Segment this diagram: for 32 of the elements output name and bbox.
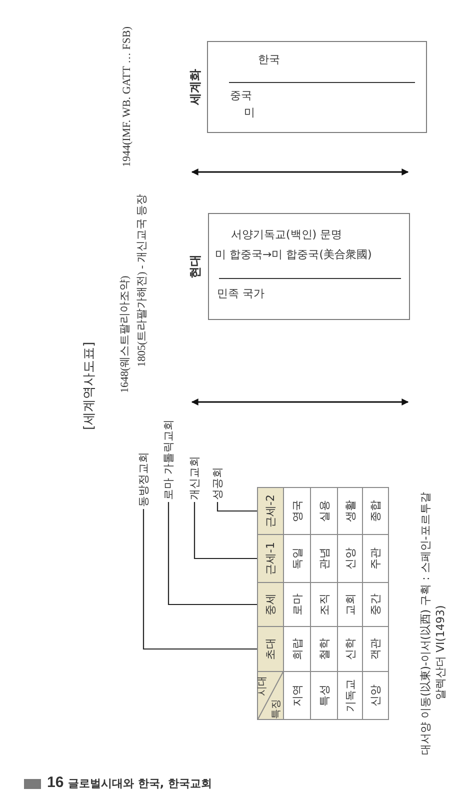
- column-axis-label: 시대: [257, 676, 269, 696]
- panel-text: 중국: [230, 88, 252, 103]
- leader-line: [168, 502, 257, 606]
- panel-text: 민족 국가: [217, 286, 264, 301]
- panel-text: 한국: [258, 52, 280, 67]
- leader-line: [194, 502, 257, 560]
- column-header-cell: 근세-1: [257, 534, 284, 583]
- panel-text: 미: [244, 105, 255, 120]
- church-label: 성공회: [211, 467, 224, 500]
- panel-heading: 세계화: [188, 69, 202, 105]
- page-number: 16: [47, 774, 64, 792]
- panel-text: 미 합중국→미 합중국(美合衆國): [215, 247, 372, 262]
- column-header-cell: 중세: [257, 582, 284, 627]
- panel-text: 서양기독교(백인) 문명: [231, 227, 342, 242]
- note-text: 알렉산더 VI(1493): [434, 605, 448, 700]
- diagram-title: [세계역사도표]: [82, 342, 98, 430]
- leader-line: [216, 502, 257, 512]
- running-header: 글로벌시대와 한국, 한국교회: [68, 777, 212, 790]
- church-label: 동방정교회: [137, 452, 150, 507]
- event-note: 1648(웨스트팔리아조약): [119, 276, 132, 393]
- panel-heading: 현대: [188, 254, 202, 278]
- church-label: 로마 가톨릭교회: [162, 420, 176, 500]
- table-cell: 종합: [362, 487, 389, 535]
- event-note: 1944(IMF. WB. GATT … FSB): [121, 26, 134, 167]
- leader-line: [142, 509, 257, 650]
- row-axis-label: 특징: [271, 699, 283, 719]
- column-header-cell: 초대: [257, 626, 284, 672]
- church-label: 개신교회: [188, 456, 202, 500]
- event-note: 1805(트라팔가해전) - 개신교국 등장: [136, 194, 149, 367]
- note-text: 대서양 이동(以東)-이서(以西) 구획 : 스페인-포르투갈: [419, 492, 432, 755]
- column-header-cell: 근세-2: [257, 487, 284, 535]
- table-cell: 신앙: [362, 671, 389, 720]
